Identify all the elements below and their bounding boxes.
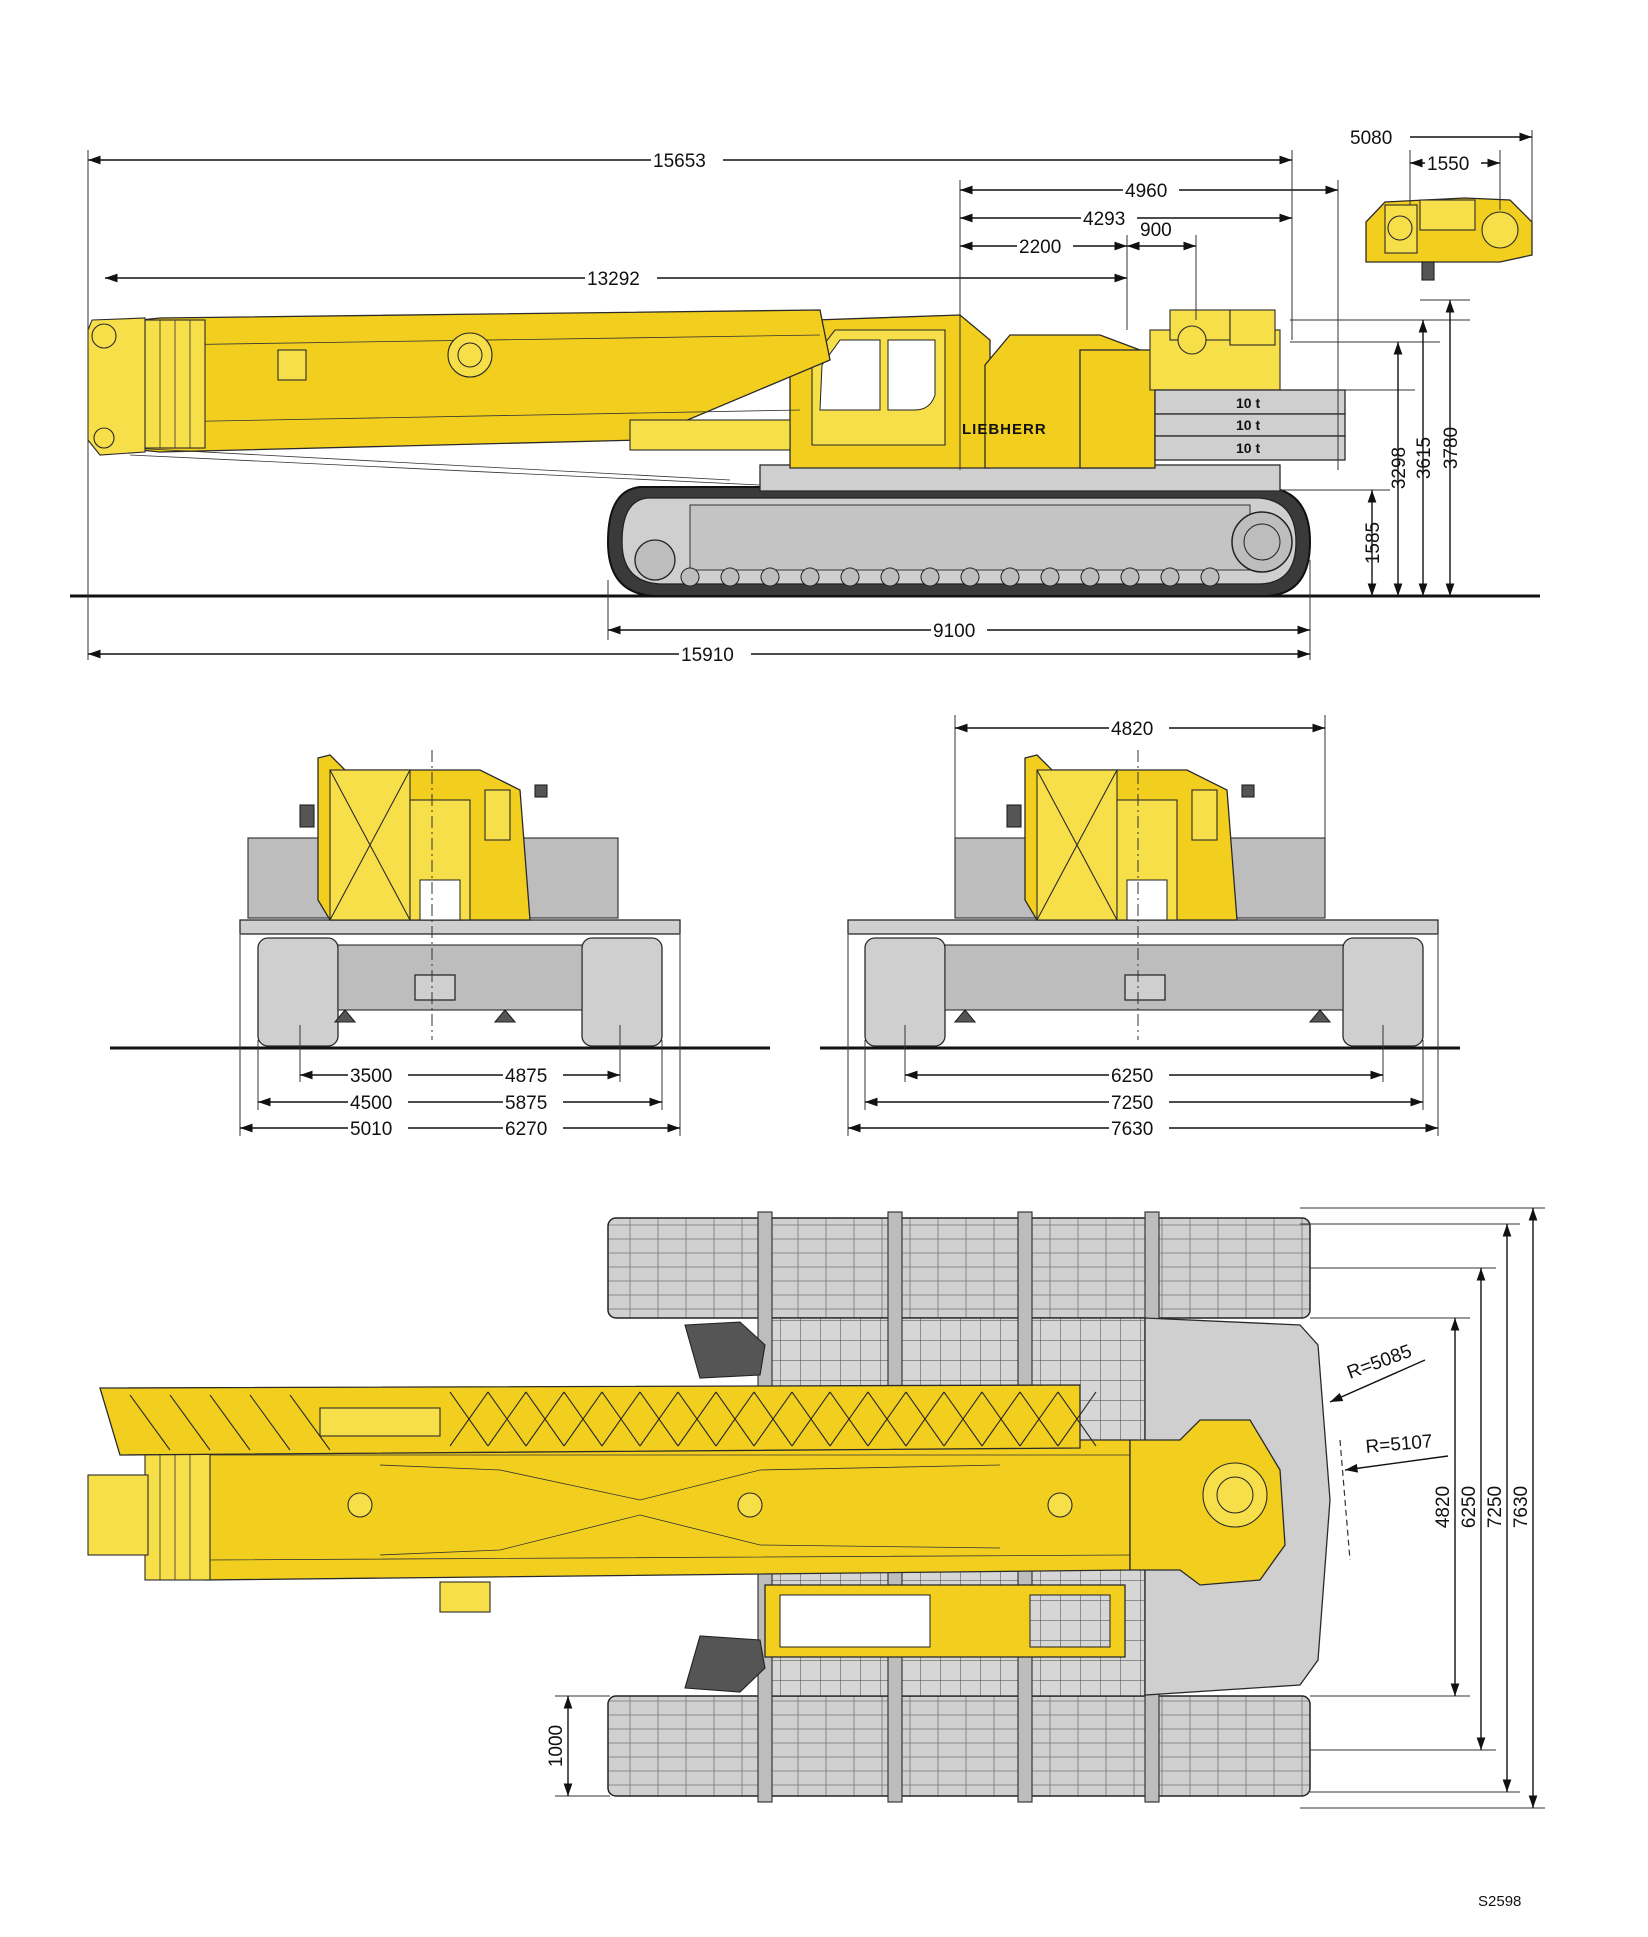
dim-15910: 15910 bbox=[681, 645, 734, 666]
radius-5107: R=5107 bbox=[1365, 1431, 1434, 1458]
track-roller bbox=[760, 567, 780, 587]
side-ballast: 10 t 10 t 10 t bbox=[1154, 389, 1346, 461]
track-roller bbox=[1080, 567, 1100, 587]
top-dim-7630: 7630 bbox=[1511, 1486, 1532, 1528]
top-upper-track bbox=[607, 1217, 1311, 1319]
detail-head-view: 5080 1550 bbox=[1350, 128, 1533, 281]
dim-5010: 5010 bbox=[350, 1119, 392, 1140]
brand-logo-side: LIEBHERR bbox=[962, 421, 1047, 438]
track-roller bbox=[840, 567, 860, 587]
track-roller bbox=[960, 567, 980, 587]
dim-5875: 5875 bbox=[505, 1093, 547, 1114]
dim-wide-4820: 4820 bbox=[1111, 719, 1153, 740]
dim-wide-7250: 7250 bbox=[1111, 1093, 1153, 1114]
side-telescopic-boom bbox=[91, 309, 831, 486]
ballast-label-3: 10 t bbox=[1236, 440, 1260, 456]
top-dim-6250: 6250 bbox=[1459, 1486, 1480, 1528]
dim-4875: 4875 bbox=[505, 1066, 547, 1087]
narrow-left-track bbox=[257, 937, 339, 1047]
side-view: LIEBHERR 10 t 10 t 10 t bbox=[70, 149, 1540, 666]
radius-line-2 bbox=[1344, 1455, 1449, 1473]
dim-15653: 15653 bbox=[653, 151, 706, 172]
dim-4293: 4293 bbox=[1083, 209, 1125, 230]
track-roller bbox=[880, 567, 900, 587]
dim-1550: 1550 bbox=[1427, 154, 1469, 175]
track-roller bbox=[1040, 567, 1060, 587]
dim-4960: 4960 bbox=[1125, 181, 1167, 202]
front-view-wide: 4820 6250 7250 7630 bbox=[820, 715, 1460, 1140]
side-turntable bbox=[759, 464, 1281, 492]
track-roller bbox=[1160, 567, 1180, 587]
top-lattice-jib bbox=[99, 1384, 1097, 1456]
top-dim-7250: 7250 bbox=[1485, 1486, 1506, 1528]
track-roller bbox=[1000, 567, 1020, 587]
radius-5085: R=5085 bbox=[1344, 1341, 1414, 1384]
drawing-code: S2598 bbox=[1478, 1893, 1521, 1910]
track-roller bbox=[800, 567, 820, 587]
dim-6270: 6270 bbox=[505, 1119, 547, 1140]
track-roller bbox=[1200, 567, 1220, 587]
ballast-label-1: 10 t bbox=[1236, 395, 1260, 411]
dim-wide-6250: 6250 bbox=[1111, 1066, 1153, 1087]
dim-5080: 5080 bbox=[1350, 128, 1392, 149]
narrow-right-track bbox=[581, 937, 663, 1047]
track-roller bbox=[920, 567, 940, 587]
top-view: R=5085 R=5107 4820 6250 7250 7630 1000 bbox=[87, 1207, 1545, 1809]
dim-3298: 3298 bbox=[1389, 447, 1410, 489]
dim-900: 900 bbox=[1140, 220, 1172, 241]
dim-3780: 3780 bbox=[1441, 427, 1462, 469]
track-roller bbox=[720, 567, 740, 587]
side-boom-head bbox=[87, 317, 146, 456]
track-roller bbox=[1120, 567, 1140, 587]
dim-9100: 9100 bbox=[933, 621, 975, 642]
radius-line-1 bbox=[1329, 1359, 1426, 1403]
ballast-label-2: 10 t bbox=[1236, 417, 1260, 433]
top-lower-track bbox=[607, 1695, 1311, 1797]
dim-wide-7630: 7630 bbox=[1111, 1119, 1153, 1140]
top-dim-4820: 4820 bbox=[1433, 1486, 1454, 1528]
dim-13292: 13292 bbox=[587, 269, 640, 290]
track-roller bbox=[680, 567, 700, 587]
dim-2200: 2200 bbox=[1019, 237, 1061, 258]
front-view-narrow: 3500 4875 4500 5875 5010 6270 bbox=[110, 750, 770, 1140]
side-crawler-track bbox=[606, 486, 1312, 597]
dim-3615: 3615 bbox=[1414, 437, 1435, 479]
dim-4500: 4500 bbox=[350, 1093, 392, 1114]
side-cab bbox=[811, 329, 946, 446]
top-dim-1000: 1000 bbox=[546, 1725, 567, 1767]
dim-1585: 1585 bbox=[1363, 522, 1384, 564]
dim-3500: 3500 bbox=[350, 1066, 392, 1087]
